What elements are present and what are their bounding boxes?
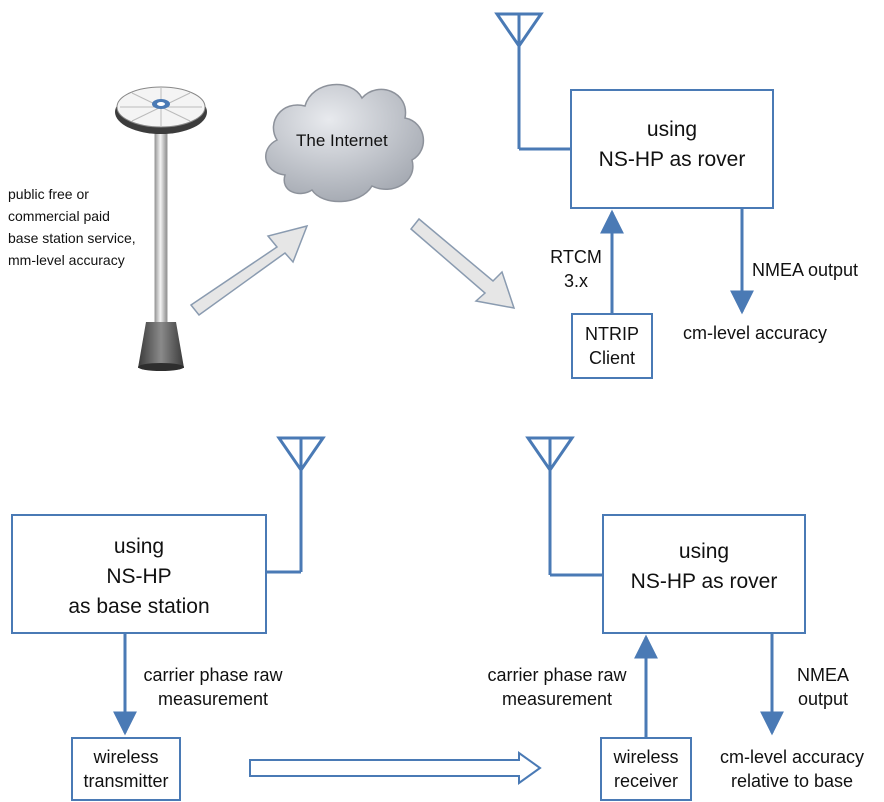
rover-box-bottom-text: using NS-HP as rover xyxy=(603,537,805,597)
nmea-output-label-bottom: NMEA output xyxy=(780,663,866,711)
base-station-antenna-icon xyxy=(115,86,207,371)
base-service-line-3: base station service, xyxy=(8,230,136,246)
receiver-box xyxy=(600,737,692,801)
nmea-output-label-top: NMEA output xyxy=(752,260,859,280)
rtcm-line-2: 3.x xyxy=(563,271,588,291)
accuracy-bottom-line-1: cm-level accuracy xyxy=(719,747,865,767)
receiver-line-1: wireless xyxy=(613,747,679,767)
rover-raw-label: carrier phase raw measurement xyxy=(476,663,638,711)
receiver-line-2: receiver xyxy=(613,771,679,791)
rover-top-line-2: NS-HP as rover xyxy=(598,148,746,171)
base-raw-line-2: measurement xyxy=(157,689,269,709)
transmitter-text: wireless transmitter xyxy=(72,745,180,793)
transmitter-line-1: wireless xyxy=(93,747,159,767)
internet-cloud-icon xyxy=(265,83,425,203)
base-raw-line-1: carrier phase raw xyxy=(143,665,283,685)
base-box-line-2: NS-HP xyxy=(106,565,172,588)
accuracy-bottom-line-2: relative to base xyxy=(730,771,854,791)
accuracy-label-bottom: cm-level accuracy relative to base xyxy=(703,745,881,793)
base-box-line-1: using xyxy=(113,535,165,558)
rover-top-line-1: using xyxy=(646,118,698,141)
internet-label: The Internet xyxy=(296,131,388,150)
rover-box-top xyxy=(570,89,774,209)
base-station-antenna-bottom-icon xyxy=(266,436,326,574)
rover-raw-line-1: carrier phase raw xyxy=(487,665,627,685)
transmitter-line-2: transmitter xyxy=(83,771,169,791)
rtcm-line-1: RTCM xyxy=(550,247,602,267)
ntrip-client-box xyxy=(571,313,653,379)
base-station-box xyxy=(11,514,267,634)
rtcm-label: RTCM 3.x xyxy=(546,245,606,293)
base-box-line-3: as base station xyxy=(68,595,210,618)
ntrip-line-1: NTRIP xyxy=(585,324,639,344)
rover-box-bottom xyxy=(602,514,806,634)
nmea-bottom-line-1: NMEA xyxy=(796,665,849,685)
rover-antenna-bottom-icon xyxy=(525,436,603,577)
wireless-link-arrow xyxy=(249,751,542,785)
receiver-text: wireless receiver xyxy=(601,745,691,793)
arrow-internet-to-ntrip xyxy=(409,217,516,309)
rover-antenna-icon xyxy=(494,12,571,151)
ntrip-line-2: Client xyxy=(588,348,636,368)
ntrip-client-text: NTRIP Client xyxy=(572,322,652,370)
base-service-line-2: commercial paid xyxy=(8,208,110,224)
arrow-base-to-internet xyxy=(189,224,309,317)
rover-raw-line-2: measurement xyxy=(501,689,613,709)
nmea-bottom-line-2: output xyxy=(797,689,849,709)
rover-bottom-line-1: using xyxy=(678,540,730,563)
base-service-line-1: public free or xyxy=(8,186,89,202)
rover-bottom-line-2: NS-HP as rover xyxy=(630,570,778,593)
base-service-label: public free or commercial paid base stat… xyxy=(8,183,136,271)
base-raw-label: carrier phase raw measurement xyxy=(133,663,293,711)
accuracy-label-top: cm-level accuracy xyxy=(683,323,828,343)
base-station-box-text: using NS-HP as base station xyxy=(12,532,266,622)
transmitter-box xyxy=(71,737,181,801)
base-service-line-4: mm-level accuracy xyxy=(8,252,125,268)
rover-box-top-text: using NS-HP as rover xyxy=(571,115,773,175)
